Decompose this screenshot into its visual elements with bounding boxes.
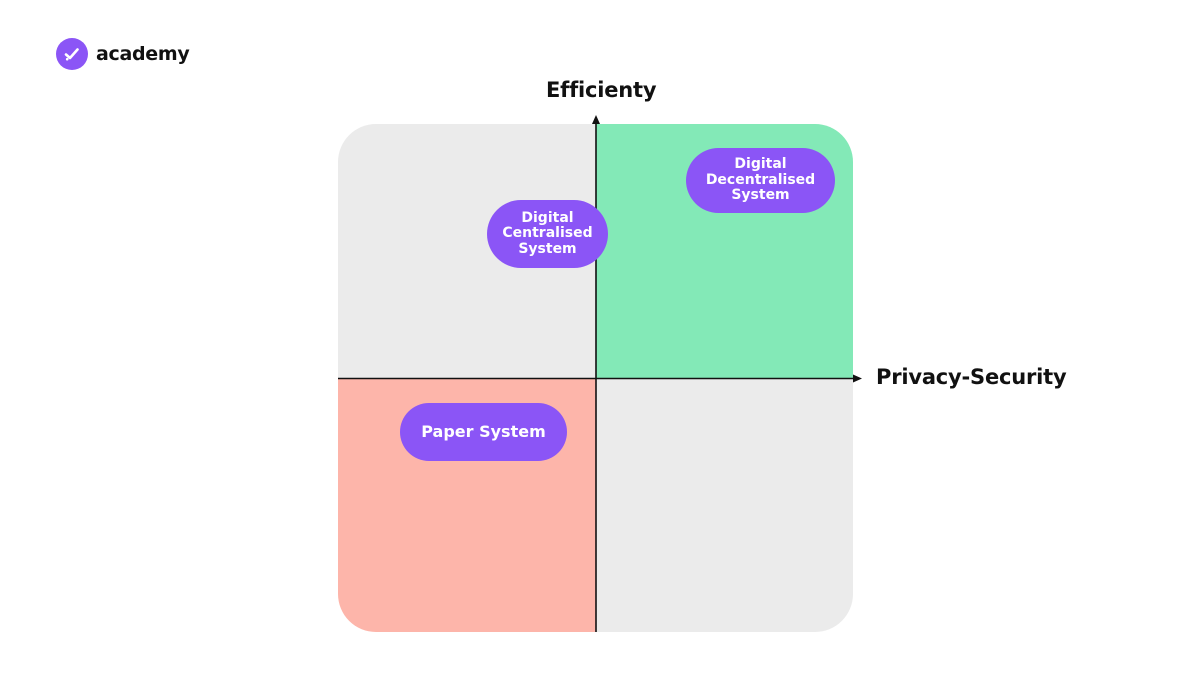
x-axis-arrow-icon: [853, 374, 862, 383]
brand-name: academy: [96, 43, 190, 65]
digital-centralised-system-label: Digital Centralised System: [487, 200, 608, 268]
y-axis-arrow-icon: [592, 115, 600, 124]
brand-logo[interactable]: academy: [56, 38, 190, 70]
digital-decentralised-system-label: Digital Decentralised System: [686, 148, 835, 213]
decentralised-line-2: Decentralised: [705, 171, 816, 188]
y-axis-title: Efficienty: [546, 78, 657, 102]
x-axis-title: Privacy-Security: [876, 365, 1067, 389]
paper-system-text: Paper System: [421, 422, 546, 442]
quadrant-bottom-right: [596, 378, 853, 632]
decentralised-line-1: Digital: [734, 156, 787, 173]
centralised-line-1: Digital: [521, 209, 574, 226]
centralised-line-3: System: [518, 240, 577, 257]
centralised-line-2: Centralised: [502, 225, 593, 242]
paper-system-label: Paper System: [400, 403, 567, 461]
check-mark-icon: [56, 38, 88, 70]
decentralised-line-3: System: [731, 187, 790, 204]
